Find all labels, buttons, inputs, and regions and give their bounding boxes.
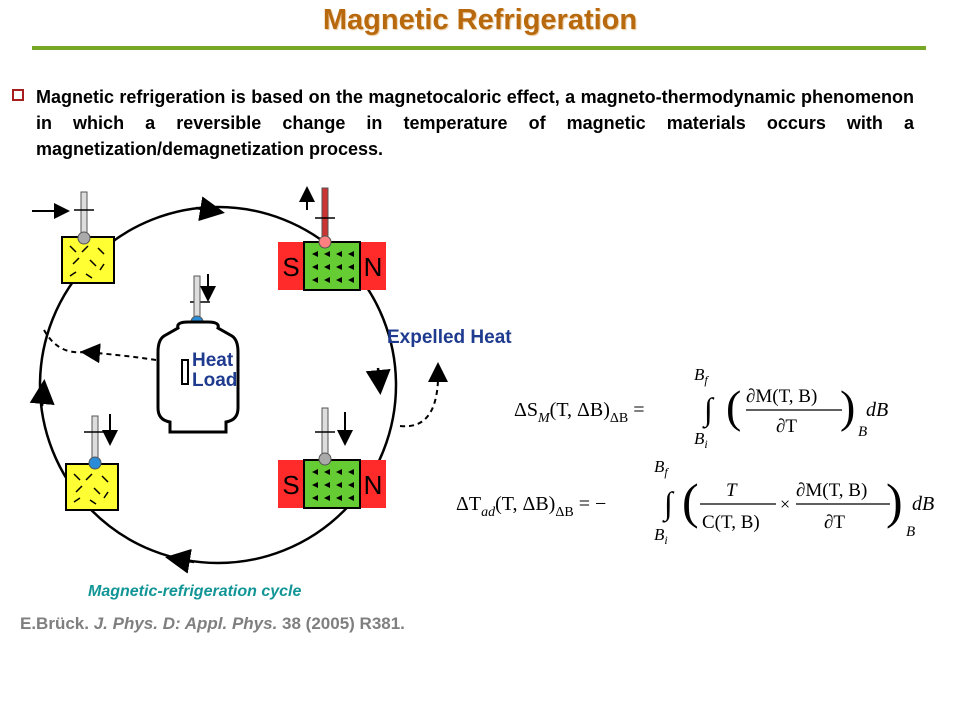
reference-citation: E.Brück. J. Phys. D: Appl. Phys. 38 (200… <box>20 614 405 634</box>
svg-text:∂T: ∂T <box>824 512 845 533</box>
reference-volume: 38 (2005) R381. <box>282 614 405 633</box>
svg-text:∫: ∫ <box>702 391 715 429</box>
svg-text:(: ( <box>726 381 741 432</box>
svg-text:N: N <box>364 252 383 282</box>
svg-text:Bi: Bi <box>694 429 708 451</box>
svg-text:∂M(T, B): ∂M(T, B) <box>746 386 817 407</box>
bullet-marker <box>12 89 24 101</box>
expelled-heat-arrow <box>399 362 448 428</box>
figure-caption: Magnetic-refrigeration cycle <box>88 583 302 600</box>
title-underline <box>32 46 926 50</box>
bullet-text: Magnetic refrigeration is based on the m… <box>36 87 914 159</box>
heat-flow-arrow <box>80 343 157 364</box>
material-block-bottom-left <box>65 414 119 511</box>
svg-text:B: B <box>906 524 915 540</box>
svg-text:(: ( <box>682 473 699 529</box>
reference-journal: J. Phys. D: Appl. Phys. <box>93 614 278 633</box>
magnetocaloric-equations: ΔSM(T, ΔB)ΔB = Bf ∫ Bi ( ∂M(T, B) ∂T ) B… <box>456 365 934 547</box>
heat-flow-dashed-curve <box>43 329 85 354</box>
page-title: Magnetic Refrigeration <box>322 4 638 36</box>
svg-text:dB: dB <box>866 399 888 421</box>
svg-text:T: T <box>726 480 738 501</box>
svg-text:Bf: Bf <box>694 365 709 387</box>
svg-text:dB: dB <box>912 493 934 515</box>
svg-text:B: B <box>858 424 867 440</box>
refrigeration-cycle-diagram: S N Heat Load Expelled Heat S N <box>29 186 512 574</box>
material-block-bottom-right: S N <box>278 407 386 509</box>
svg-text:): ) <box>886 473 903 529</box>
svg-text:ΔSM(T, ΔB)ΔB =: ΔSM(T, ΔB)ΔB = <box>514 399 645 426</box>
material-block-top-right: S N <box>278 186 386 291</box>
reference-author: E.Brück. <box>20 614 89 633</box>
svg-text:S: S <box>282 470 299 500</box>
svg-text:Bi: Bi <box>654 525 668 547</box>
cycle-arrow-right <box>365 367 391 395</box>
temperature-change-equation: ΔTad(T, ΔB)ΔB = − Bf ∫ Bi ( T C(T, B) × … <box>456 457 934 547</box>
cycle-arrow-top <box>195 196 225 222</box>
cycle-arrow-bottom <box>165 548 195 574</box>
expelled-heat-label: Expelled Heat <box>387 327 512 348</box>
svg-text:×: × <box>780 494 790 514</box>
svg-text:∫: ∫ <box>662 485 675 523</box>
svg-text:Bf: Bf <box>654 457 669 479</box>
svg-text:Heat: Heat <box>192 350 234 371</box>
svg-text:∂T: ∂T <box>776 416 797 437</box>
heat-load-tank: Heat Load <box>156 274 240 434</box>
svg-text:): ) <box>840 381 855 432</box>
svg-text:∂M(T, B): ∂M(T, B) <box>796 480 867 501</box>
entropy-change-equation: ΔSM(T, ΔB)ΔB = Bf ∫ Bi ( ∂M(T, B) ∂T ) B… <box>514 365 888 451</box>
svg-text:Load: Load <box>192 370 237 391</box>
svg-text:ΔTad(T, ΔB)ΔB = −: ΔTad(T, ΔB)ΔB = − <box>456 493 606 520</box>
svg-text:S: S <box>282 252 299 282</box>
svg-text:N: N <box>364 470 383 500</box>
cycle-arrow-left <box>29 379 55 407</box>
svg-text:C(T, B): C(T, B) <box>702 512 760 533</box>
material-block-top-left <box>32 191 115 284</box>
